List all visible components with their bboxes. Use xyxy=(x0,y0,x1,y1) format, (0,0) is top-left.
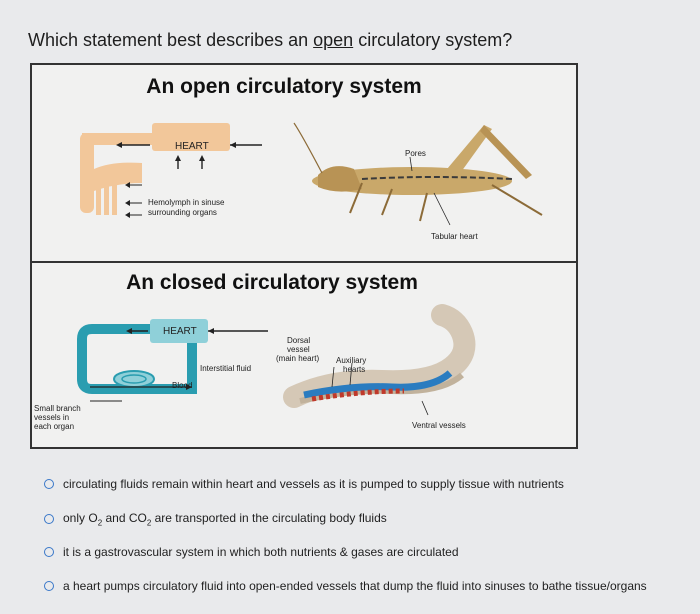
option-a-text: circulating fluids remain within heart a… xyxy=(63,477,564,491)
open-vessel-left xyxy=(80,133,94,213)
closed-system-panel: An closed circulatory system xyxy=(32,261,576,449)
open-vessel-top xyxy=(82,133,152,145)
ventral-vessels-label: Ventral vessels xyxy=(412,421,466,430)
question-underlined-word: open xyxy=(313,30,354,50)
closed-system-diagram xyxy=(77,304,476,416)
dorsal-vessel-label-2: vessel xyxy=(287,345,310,354)
radio-button[interactable] xyxy=(44,547,54,557)
circulatory-figure: An open circulatory system xyxy=(30,63,578,449)
dorsal-vessel-label-1: Dorsal xyxy=(287,336,311,345)
closed-heart-label: HEART xyxy=(163,326,197,337)
closed-heart-box xyxy=(150,319,208,343)
hemolymph-label-2: surrounding organs xyxy=(148,208,217,217)
radio-button[interactable] xyxy=(44,581,54,591)
small-branch-label-1: Small branch xyxy=(34,404,81,413)
option-b[interactable]: only O2 and CO2 are transported in the c… xyxy=(44,511,387,527)
option-d-text: a heart pumps circulatory fluid into ope… xyxy=(63,579,647,593)
open-heart-box xyxy=(152,123,230,151)
pores-label: Pores xyxy=(405,149,426,158)
blood-label: Blood xyxy=(172,381,193,390)
option-b-text: only O2 and CO2 are transported in the c… xyxy=(63,511,387,528)
earthworm-illustration xyxy=(283,304,476,416)
option-d[interactable]: a heart pumps circulatory fluid into ope… xyxy=(44,579,647,593)
question-prefix: Which statement best describes an xyxy=(28,30,314,50)
option-c-text: it is a gastrovascular system in which b… xyxy=(63,545,459,559)
interstitial-fluid-label: Interstitial fluid xyxy=(200,364,252,373)
hemolymph-label-1: Hemolymph in sinuse xyxy=(148,198,225,207)
grasshopper-illustration xyxy=(293,122,543,226)
radio-button[interactable] xyxy=(44,514,54,525)
dorsal-vessel-label-3: (main heart) xyxy=(276,354,320,363)
option-c[interactable]: it is a gastrovascular system in which b… xyxy=(44,545,459,559)
small-branch-label-2: vessels in xyxy=(34,413,70,422)
open-system-panel: An open circulatory system xyxy=(32,65,576,261)
question-text: Which statement best describes an open c… xyxy=(28,30,512,51)
option-a[interactable]: circulating fluids remain within heart a… xyxy=(44,477,564,491)
open-sinus xyxy=(94,162,142,191)
open-system-diagram xyxy=(80,122,543,226)
open-system-title: An open circulatory system xyxy=(146,75,422,98)
radio-button[interactable] xyxy=(44,479,54,489)
question-suffix: circulatory system? xyxy=(353,30,513,50)
auxiliary-hearts-label-1: Auxiliary xyxy=(336,356,367,365)
auxiliary-hearts-label-2: hearts xyxy=(343,365,366,374)
small-branch-label-3: each organ xyxy=(34,422,75,431)
open-heart-label: HEART xyxy=(175,141,209,152)
closed-system-title: An closed circulatory system xyxy=(126,271,418,294)
tubular-heart-label: Tabular heart xyxy=(431,232,478,241)
